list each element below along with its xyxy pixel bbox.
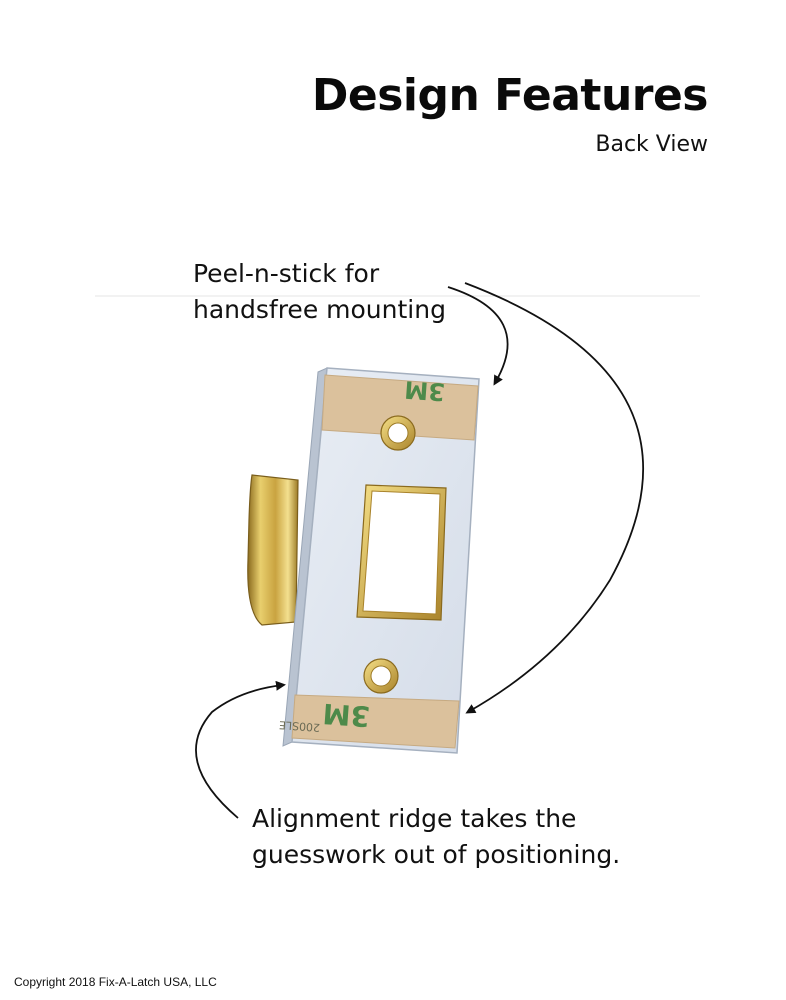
tape-code-bottom: 200SLE	[279, 718, 321, 734]
peel-stick-callout-line1: Peel-n-stick for	[193, 259, 380, 288]
alignment-ridge-callout-line1: Alignment ridge takes the	[252, 804, 577, 833]
peel-stick-callout: Peel-n-stick for handsfree mounting	[193, 256, 446, 328]
tape-brand-bottom: 3M	[322, 697, 372, 733]
page-subtitle: Back View	[595, 132, 708, 157]
adhesive-tape-top	[321, 374, 479, 441]
copyright-notice: Copyright 2018 Fix-A-Latch USA, LLC	[14, 975, 217, 989]
peel-stick-arrow-long	[464, 282, 644, 714]
alignment-ridge-callout: Alignment ridge takes the guesswork out …	[252, 801, 620, 873]
peel-stick-arrow-short	[447, 286, 509, 386]
brass-side-tab	[247, 474, 299, 626]
peel-stick-callout-line2: handsfree mounting	[193, 295, 446, 324]
alignment-ridge-arrow	[195, 680, 286, 819]
page-title: Design Features	[311, 70, 709, 121]
tape-brand-top: 3M	[404, 375, 446, 406]
alignment-ridge-callout-line2: guesswork out of positioning.	[252, 840, 621, 869]
adhesive-tape-bottom	[291, 694, 460, 749]
